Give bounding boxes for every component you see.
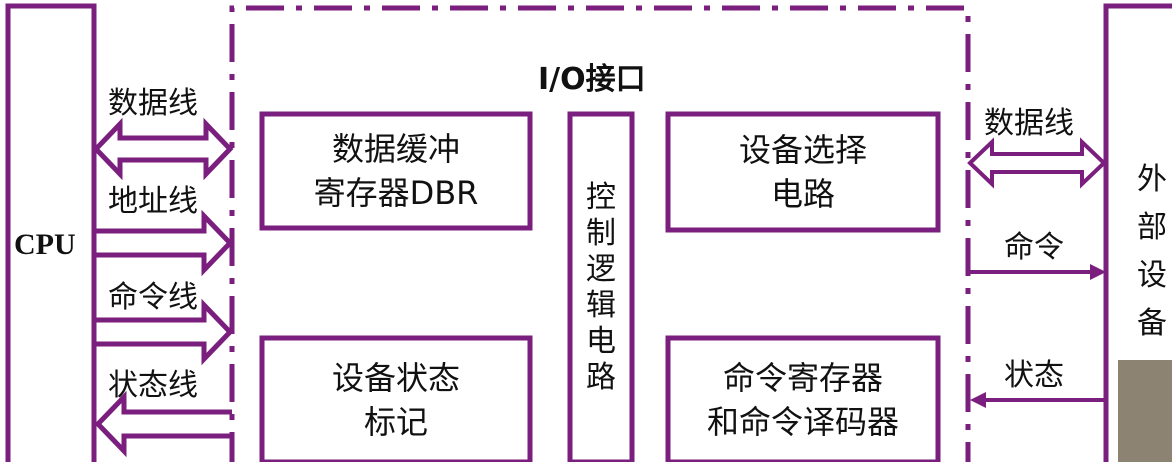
external-device-char: 外: [1137, 162, 1167, 197]
control-logic-char: 辑: [586, 288, 616, 323]
command-register-box: [665, 335, 941, 462]
device-select-block-text: 设备选择 电路: [668, 114, 938, 230]
device-status-link-label: 状态: [1004, 358, 1064, 393]
device-status-line-2: 标记: [363, 403, 428, 441]
dbr-line-1: 数据缓冲: [331, 130, 460, 168]
control-logic-char: 路: [586, 360, 616, 395]
io-interface-title: I/O接口: [538, 62, 646, 97]
control-logic-box: [567, 111, 635, 462]
cpu-data-bus-arrow: [92, 117, 234, 181]
device-command-link-head: [1090, 264, 1106, 280]
device-status-block-text: 设备状态 标记: [262, 338, 530, 462]
dbr-line-2: 寄存器DBR: [313, 174, 479, 212]
device-data-link-arrow: [967, 137, 1107, 189]
control-logic-char: 制: [586, 216, 616, 251]
external-device-char: 备: [1137, 306, 1167, 341]
external-device-char: 设: [1137, 258, 1167, 293]
cpu-command-bus-label: 命令线: [108, 280, 198, 315]
external-device-char: 部: [1137, 210, 1167, 245]
photo-patch: [1118, 360, 1172, 462]
device-command-link-label: 命令: [1004, 230, 1064, 265]
io-interface-boundary: [229, 5, 971, 462]
cpu-status-bus-label: 状态线: [108, 368, 198, 403]
external-device-text: 外 部 设 备: [1126, 156, 1172, 348]
cpu-command-bus-arrow: [96, 298, 234, 366]
command-register-line-1: 命令寄存器: [722, 359, 883, 397]
dbr-box: [259, 111, 533, 231]
control-logic-char: 逻: [586, 252, 616, 287]
cpu-address-bus-label: 地址线: [108, 184, 198, 219]
cpu-address-bus-arrow: [96, 209, 234, 277]
dbr-block-text: 数据缓冲 寄存器DBR: [262, 114, 530, 228]
cpu-label: CPU: [14, 228, 76, 261]
device-select-line-1: 设备选择: [738, 131, 867, 169]
control-logic-text: 控 制 逻 辑 电 路: [570, 180, 632, 396]
cpu-box: [5, 3, 97, 462]
command-register-block-text: 命令寄存器 和命令译码器: [668, 338, 938, 462]
device-status-line-1: 设备状态: [331, 359, 460, 397]
device-status-box: [259, 335, 533, 462]
control-logic-char: 控: [586, 180, 616, 215]
device-status-link-head: [970, 392, 986, 408]
cpu-data-bus-label: 数据线: [108, 86, 198, 121]
device-data-link-label: 数据线: [984, 106, 1074, 141]
control-logic-char: 电: [586, 324, 616, 359]
device-select-box: [665, 111, 941, 233]
command-register-line-2: 和命令译码器: [706, 403, 899, 441]
device-select-line-2: 电路: [770, 175, 835, 213]
cpu-status-bus-arrow: [94, 390, 232, 458]
